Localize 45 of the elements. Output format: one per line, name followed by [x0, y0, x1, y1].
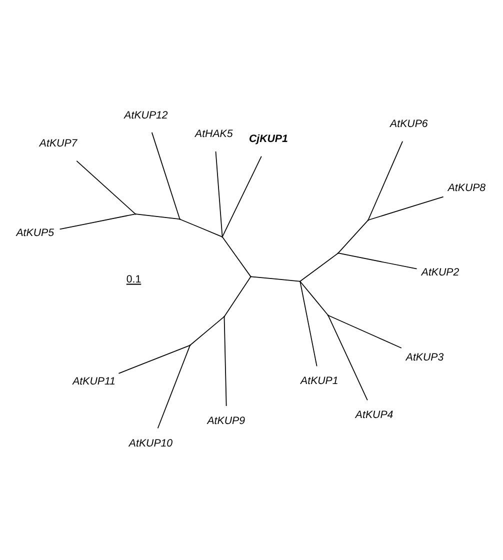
connector — [118, 344, 190, 374]
connector — [190, 316, 224, 345]
connector — [368, 140, 404, 220]
node-point — [179, 218, 181, 220]
connector — [338, 252, 418, 269]
node-text: AtKUP12 — [124, 108, 168, 121]
node-text: AtHAK5 — [195, 128, 233, 140]
connector — [368, 196, 444, 220]
node-text: AtKUP9 — [207, 414, 245, 426]
node-point — [250, 275, 252, 277]
node-text: AtKUP11 — [72, 375, 116, 388]
node-text: AtKUP7 — [39, 137, 78, 150]
connector — [224, 316, 227, 406]
connector — [328, 314, 368, 400]
node-point — [327, 314, 329, 316]
connector — [338, 219, 368, 253]
node-text: AtKUP8 — [448, 182, 486, 194]
connector — [215, 150, 223, 236]
connector — [222, 236, 251, 276]
connector — [300, 280, 328, 315]
connector — [157, 344, 190, 428]
connector — [222, 155, 262, 236]
node-text: AtKUP5 — [16, 226, 54, 238]
node-point — [223, 315, 225, 317]
connector — [328, 314, 402, 348]
node-text: AtKUP4 — [355, 408, 394, 421]
node-point — [337, 252, 339, 254]
label: 0.1 — [126, 273, 142, 286]
node-point — [222, 236, 224, 238]
connector — [300, 252, 338, 281]
connector — [300, 281, 318, 366]
node-text: AtKUP2 — [421, 266, 460, 278]
connector — [224, 276, 251, 316]
node-point — [134, 212, 136, 214]
node-text: AtKUP6 — [390, 118, 428, 130]
node-text: AtKUP10 — [128, 436, 173, 449]
node-text: AtKUP1 — [300, 374, 338, 387]
node-point — [367, 218, 369, 220]
connector — [151, 132, 180, 218]
node-text: CjKUP1 — [249, 132, 288, 144]
node-point — [189, 344, 191, 346]
node-point — [299, 280, 301, 282]
node-text: AtKUP3 — [406, 351, 444, 364]
connector — [180, 218, 222, 237]
connector — [250, 276, 300, 282]
